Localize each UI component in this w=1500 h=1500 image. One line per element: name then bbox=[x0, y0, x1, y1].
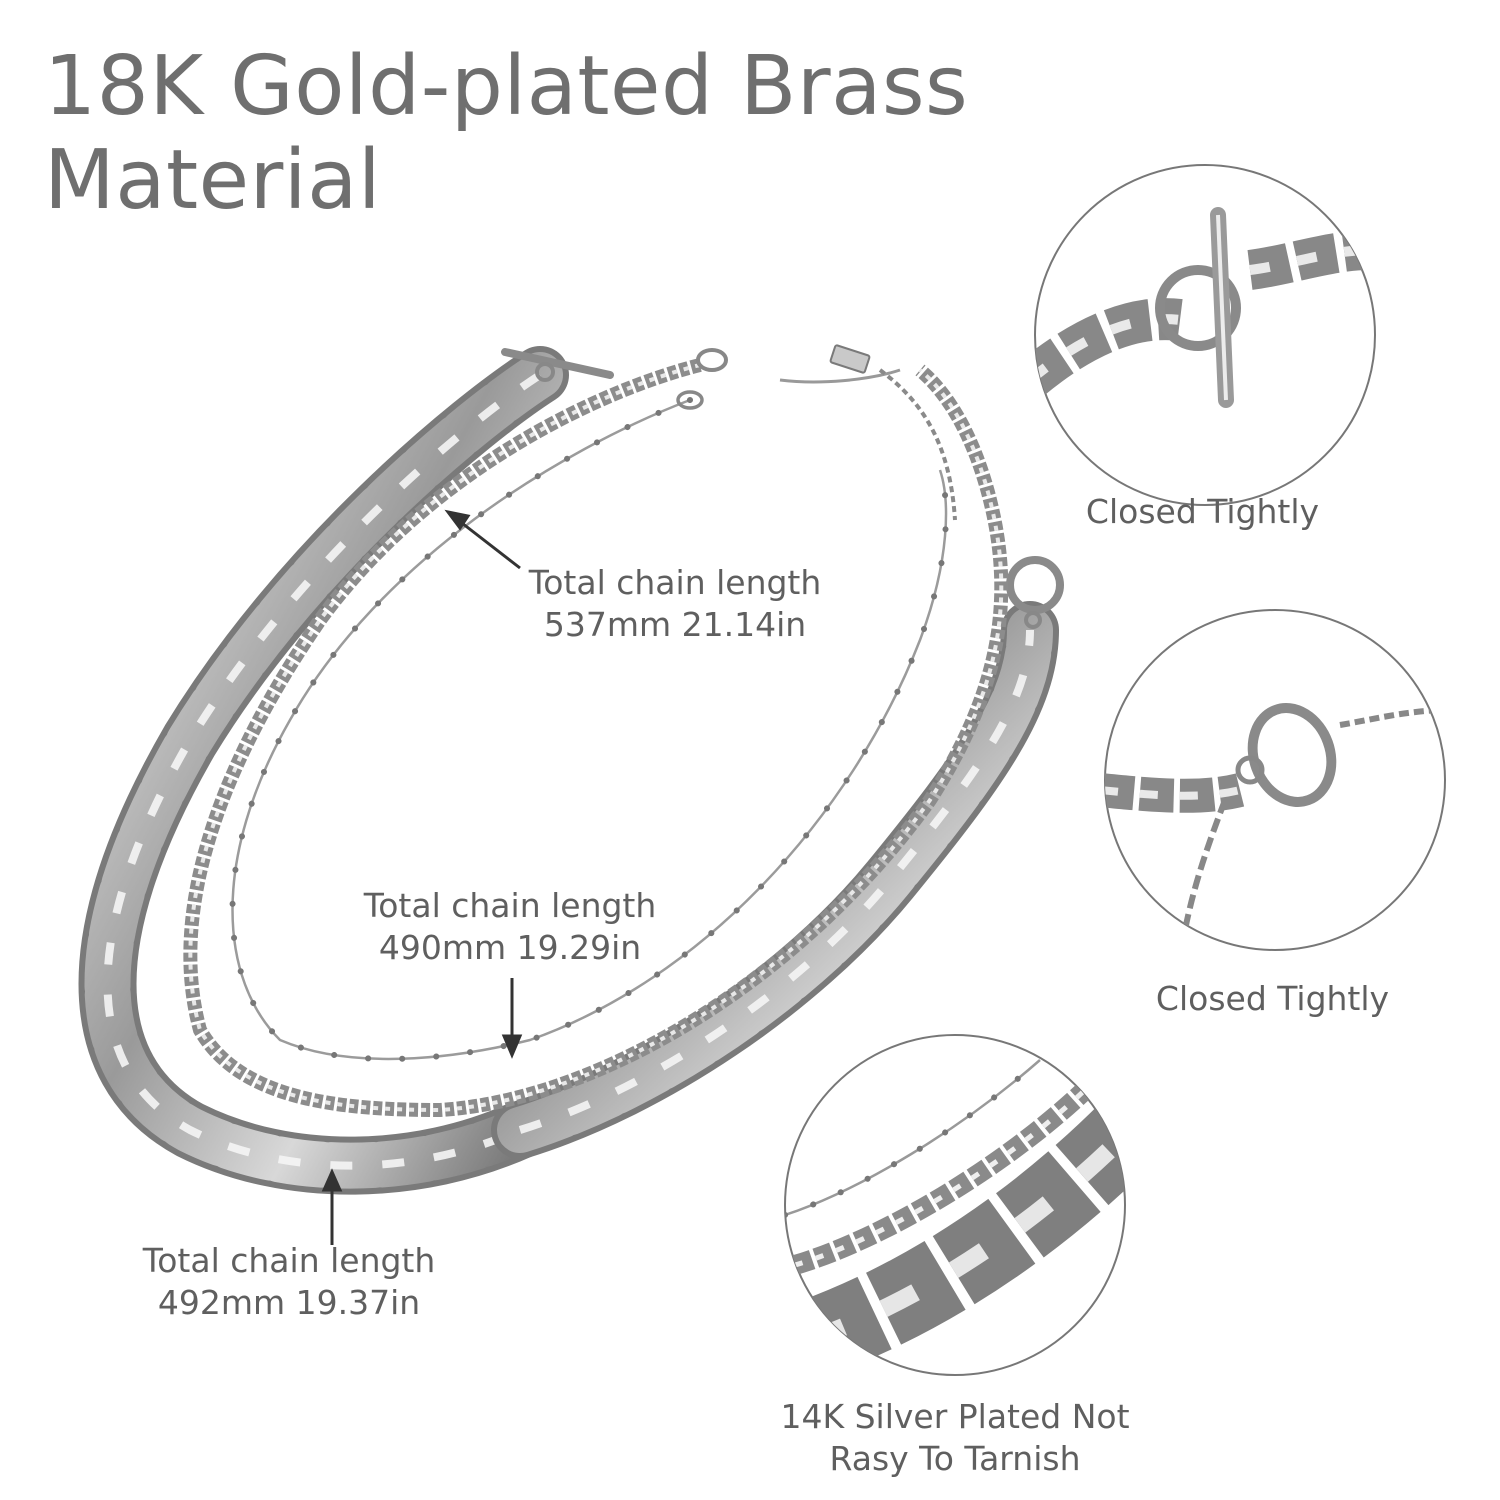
callout-chain-492: Total chain length 492mm 19.37in bbox=[124, 1240, 454, 1324]
page-title: 18K Gold-plated Brass Material bbox=[44, 40, 968, 228]
caption-plating-line2: Rasy To Tarnish bbox=[829, 1439, 1081, 1478]
thick-curb-chain bbox=[78, 346, 569, 1195]
callout-537-line2: 537mm 21.14in bbox=[543, 605, 807, 644]
callout-arrows bbox=[321, 509, 523, 1245]
caption-toggle-clasp: Closed Tightly bbox=[1085, 492, 1320, 531]
title-line-2: Material bbox=[44, 133, 382, 228]
caption-plating: 14K Silver Plated Not Rasy To Tarnish bbox=[745, 1396, 1165, 1480]
callout-chain-537: Total chain length 537mm 21.14in bbox=[510, 562, 840, 646]
callout-490-line1: Total chain length bbox=[363, 886, 657, 925]
callout-537-line1: Total chain length bbox=[528, 563, 822, 602]
caption-lobster-clasp: Closed Tightly bbox=[1155, 979, 1390, 1018]
medium-curb-chain bbox=[183, 348, 1009, 1118]
callout-490-line2: 490mm 19.29in bbox=[378, 928, 642, 967]
title-line-1: 18K Gold-plated Brass bbox=[44, 39, 969, 134]
satellite-chain bbox=[229, 368, 949, 1062]
callout-chain-490: Total chain length 490mm 19.29in bbox=[345, 885, 675, 969]
callout-492-line2: 492mm 19.37in bbox=[157, 1283, 421, 1322]
detail-lobster-clasp bbox=[1104, 609, 1446, 951]
caption-plating-line1: 14K Silver Plated Not bbox=[780, 1397, 1130, 1436]
detail-plating bbox=[784, 1034, 1126, 1376]
callout-492-line1: Total chain length bbox=[142, 1241, 436, 1280]
thick-curb-chain-right bbox=[491, 601, 1059, 1159]
detail-toggle-clasp bbox=[1034, 164, 1376, 506]
extender-chain bbox=[829, 344, 957, 521]
toggle-clasp-main bbox=[501, 348, 1064, 629]
